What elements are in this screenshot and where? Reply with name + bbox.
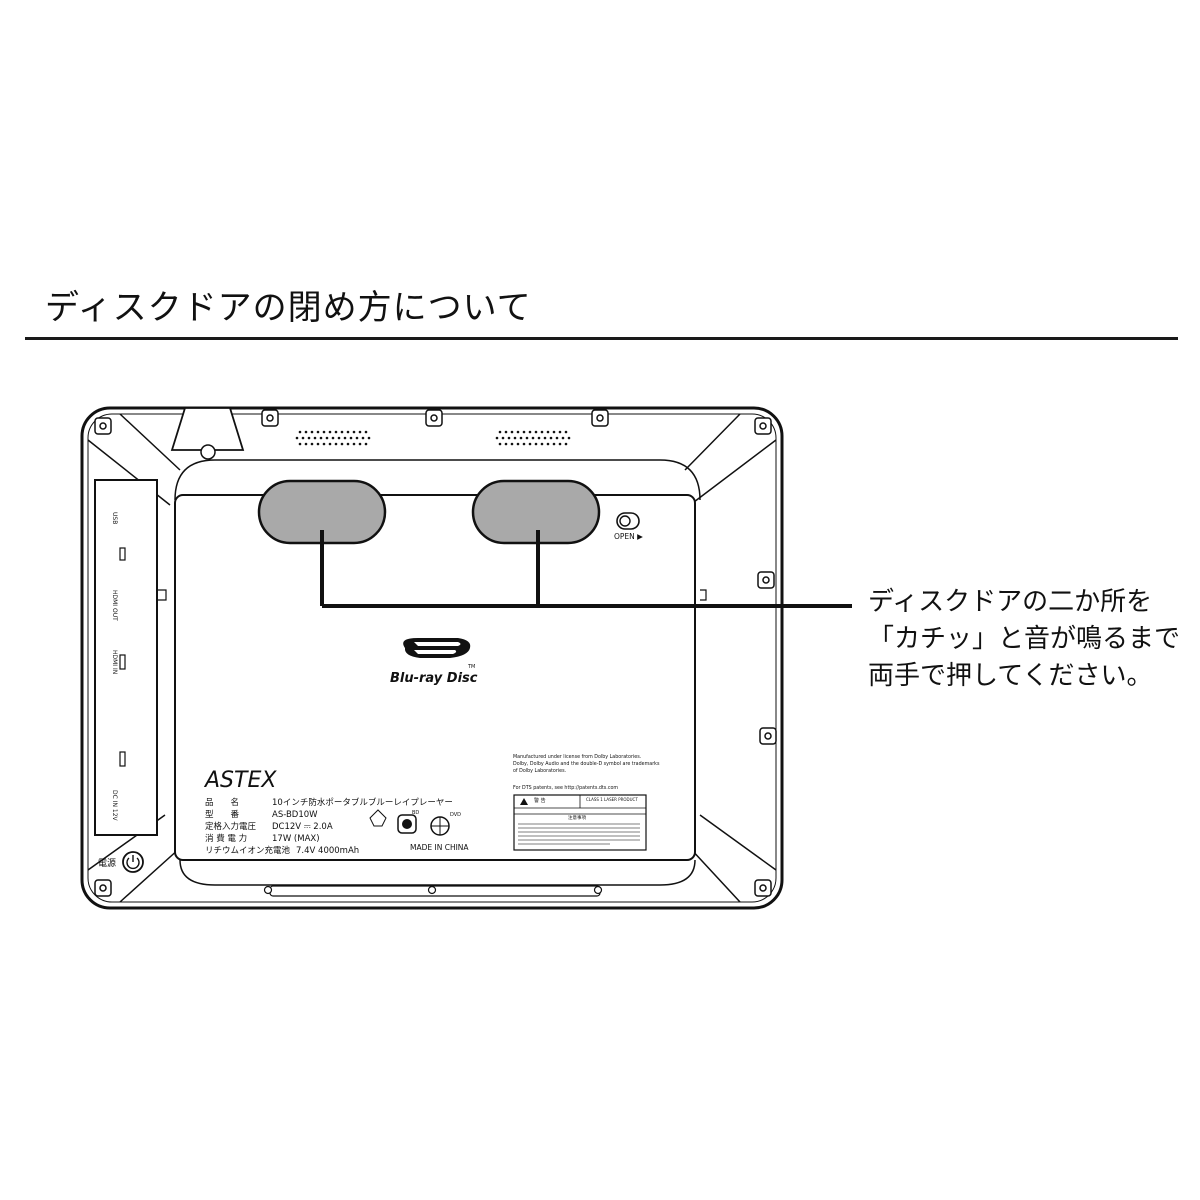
warning-fine-print bbox=[518, 823, 640, 845]
spec-label-4: 消 費 電 力 bbox=[205, 833, 247, 844]
callout-leader bbox=[320, 530, 852, 608]
spec-label-3: 定格入力電圧 bbox=[205, 821, 257, 832]
spec-value-1: 10インチ防水ポータブルブルーレイプレーヤー bbox=[272, 797, 453, 808]
spec-value-3: DC12V ⎓ 2.0A bbox=[272, 822, 333, 832]
speaker-grille-left bbox=[295, 430, 371, 446]
port-label-hdmi-in: HDMI IN bbox=[111, 650, 118, 674]
warning-title: 警 告 bbox=[534, 797, 546, 804]
door-lower-bevel bbox=[179, 859, 696, 886]
small-screws bbox=[263, 885, 603, 895]
power-label: 電源 bbox=[98, 858, 116, 869]
svg-text:For DTS patents, see http://pa: For DTS patents, see http://patents.dts.… bbox=[513, 785, 618, 791]
spec-label-1: 品 名 bbox=[205, 797, 239, 808]
carry-handle bbox=[170, 407, 245, 451]
disc-door bbox=[174, 494, 696, 861]
spec-label-5: リチウムイオン充電池 bbox=[205, 845, 291, 856]
class1-title: CLASS 1 LASER PRODUCT bbox=[586, 797, 638, 802]
callout-line-1: ディスクドアの二か所を bbox=[868, 587, 1153, 617]
bd-mark: BD bbox=[397, 810, 419, 834]
warning-triangle-icon bbox=[520, 798, 528, 805]
brand-name: ASTEX bbox=[203, 768, 277, 793]
speaker-grille-right bbox=[495, 430, 571, 446]
spec-label-2: 型 番 bbox=[205, 809, 240, 820]
svg-text:Manufactured under license fro: Manufactured under license from Dolby La… bbox=[513, 754, 641, 760]
bluray-tm: TM bbox=[467, 664, 475, 670]
title-divider bbox=[25, 337, 1178, 340]
side-port-labels: USB HDMI OUT HDMI IN DC IN 12V bbox=[111, 512, 118, 822]
svg-text:of Dolby Laboratories.: of Dolby Laboratories. bbox=[513, 768, 566, 774]
warning-label bbox=[513, 794, 647, 851]
side-hinges bbox=[158, 589, 707, 601]
side-port-openings bbox=[119, 547, 126, 767]
svg-text:DVD: DVD bbox=[450, 812, 461, 818]
port-label-hdmi-out: HDMI OUT bbox=[111, 590, 118, 621]
svg-text:BD: BD bbox=[412, 810, 419, 816]
spec-value-2: AS-BD10W bbox=[272, 810, 318, 820]
open-label: OPEN ▶ bbox=[614, 532, 643, 541]
bluray-disc-icon bbox=[403, 638, 471, 658]
power-icon bbox=[126, 855, 140, 870]
door-upper-bevel bbox=[174, 459, 701, 501]
callout-instructions: ディスクドアの二か所を 「カチッ」と音が鳴るまで 両手で押してください。 bbox=[868, 584, 1188, 695]
open-switch-knob bbox=[619, 515, 631, 527]
port-label-dc: DC IN 12V bbox=[111, 790, 118, 822]
dvd-mark: DVD bbox=[430, 812, 461, 836]
made-in-label: MADE IN CHINA bbox=[410, 843, 469, 852]
callout-line-3: 両手で押してください。 bbox=[868, 661, 1153, 691]
spec-table: 品 名 10インチ防水ポータブルブルーレイプレーヤー 型 番 AS-BD10W … bbox=[205, 797, 453, 856]
bluray-logo: Blu-ray Disc TM bbox=[390, 638, 478, 686]
svg-text:Dolby, Dolby Audio and the dou: Dolby, Dolby Audio and the double-D symb… bbox=[513, 761, 660, 767]
port-label-usb: USB bbox=[111, 512, 118, 524]
handle-knob bbox=[200, 444, 216, 460]
side-port-panel bbox=[94, 479, 158, 836]
page-title: ディスクドアの閉め方について bbox=[45, 288, 532, 328]
spec-value-4: 17W (MAX) bbox=[272, 834, 320, 844]
license-text: Manufactured under license from Dolby La… bbox=[513, 754, 660, 791]
bluray-wordmark: Blu-ray Disc bbox=[390, 671, 478, 686]
recycle-mark bbox=[369, 809, 387, 827]
spec-value-5: 7.4V 4000mAh bbox=[296, 846, 359, 856]
caution-title: 注意事項 bbox=[568, 814, 586, 821]
callout-line-2: 「カチッ」と音が鳴るまで bbox=[868, 624, 1181, 654]
